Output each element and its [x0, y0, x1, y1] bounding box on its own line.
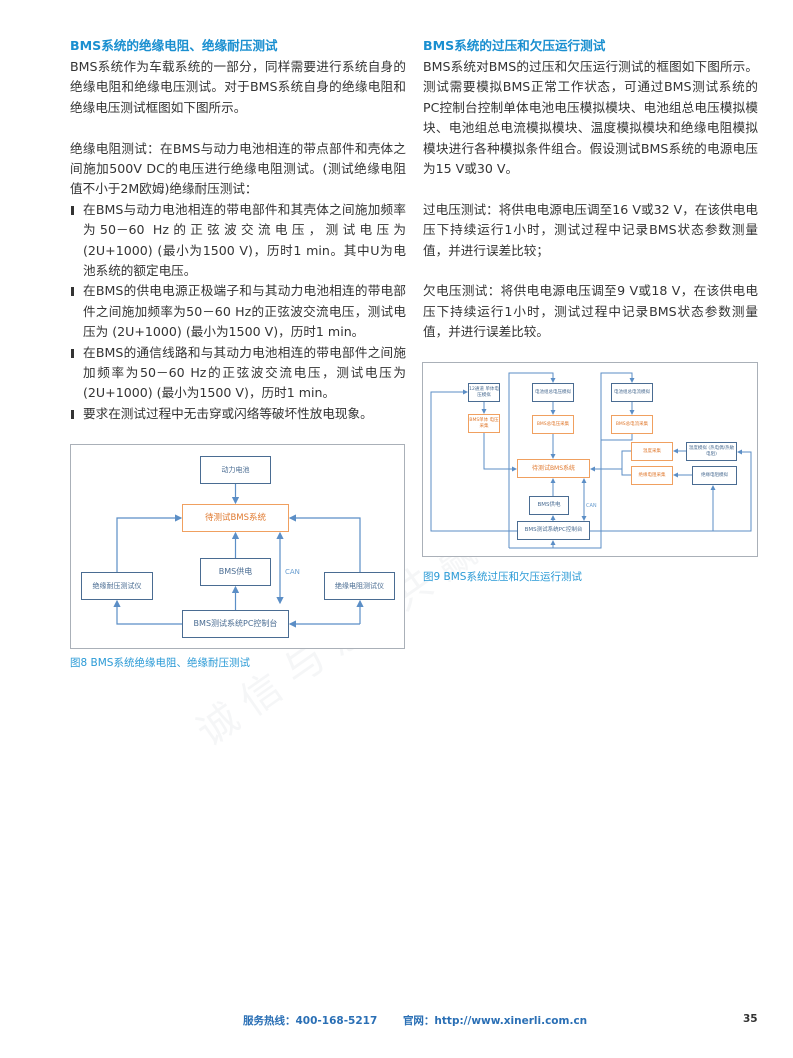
figure-9-caption: 图9 BMS系统过压和欠压运行测试	[423, 571, 582, 583]
bms-power-box: BMS供电	[529, 496, 569, 515]
paragraph: 欠电压测试：将供电电源电压调至9 V或18 V，在该供电电压下持续运行1小时，测…	[423, 283, 758, 340]
bms-under-test-box: 待测试BMS系统	[182, 504, 289, 532]
paragraph: 过电压测试：将供电电源电压调至16 V或32 V，在该供电电压下持续运行1小时，…	[423, 201, 758, 258]
bullet-list: 在BMS与动力电池相连的带电部件和其壳体之间施加频率为50－60 Hz的正弦波交…	[70, 200, 406, 424]
page-number: 35	[743, 1013, 758, 1025]
cell-voltage-acq-box: BMS单体 电压采集	[468, 414, 500, 433]
footer: 服务热线：400-168-5217 官网：http://www.xinerli.…	[243, 1013, 609, 1028]
diagram-connectors	[113, 484, 364, 628]
section-heading: BMS系统的过压和欠压运行测试	[423, 38, 606, 53]
temperature-acq-box: 温度采集	[631, 442, 673, 461]
diagram-connectors	[430, 372, 752, 549]
paragraph: BMS系统对BMS的过压和欠压运行测试的框图如下图所示。测试需要模拟BMS正常工…	[423, 59, 758, 177]
section-heading: BMS系统的绝缘电阻、绝缘耐压测试	[70, 38, 278, 53]
paragraph: BMS系统作为车载系统的一部分，同样需要进行系统自身的绝缘电阻和绝缘电压测试。对…	[70, 59, 406, 115]
pack-current-acq-box: BMS总电流采集	[611, 415, 653, 434]
can-label: CAN	[285, 568, 300, 576]
bms-power-box: BMS供电	[200, 558, 271, 586]
ir-tester-box: 绝缘电阻测试仪	[324, 572, 395, 600]
bms-under-test-box: 待测试BMS系统	[517, 459, 590, 478]
website-link[interactable]: 官网：http://www.xinerli.com.cn	[402, 1015, 588, 1027]
pc-console-box: BMS测试系统PC控制台	[517, 521, 590, 540]
list-item: 在BMS的供电电源正极端子和与其动力电池相连的带电部件之间施加频率为50－60 …	[70, 281, 406, 342]
can-label: CAN	[586, 503, 597, 509]
right-column: BMS系统的过压和欠压运行测试 BMS系统对BMS的过压和欠压运行测试的框图如下…	[423, 37, 758, 363]
hotline: 服务热线：400-168-5217	[243, 1015, 378, 1027]
battery-box: 动力电池	[200, 456, 271, 484]
list-item: 在BMS与动力电池相连的带电部件和其壳体之间施加频率为50－60 Hz的正弦波交…	[70, 200, 406, 282]
pack-voltage-acq-box: BMS总电压采集	[532, 415, 574, 434]
temperature-sim-box: 温度模拟 (热电偶/热敏电阻)	[686, 442, 737, 461]
figure-8-diagram: 动力电池 待测试BMS系统 BMS供电 绝缘耐压测试仪 绝缘电阻测试仪 BMS测…	[70, 444, 405, 649]
figure-9-diagram: 12通道 单体电压模拟 BMS单体 电压采集 电池组总电压模拟 BMS总电压采集…	[422, 362, 758, 557]
pc-console-box: BMS测试系统PC控制台	[182, 610, 289, 638]
paragraph: 绝缘电阻测试：在BMS与动力电池相连的带点部件和壳体之间施加500V DC的电压…	[70, 140, 406, 197]
list-item: 要求在测试过程中无击穿或闪络等破坏性放电现象。	[70, 404, 406, 424]
cell-voltage-sim-box: 12通道 单体电压模拟	[468, 383, 500, 402]
pack-voltage-sim-box: 电池组总电压模拟	[532, 383, 574, 402]
pack-current-sim-box: 电池组总电流模拟	[611, 383, 653, 402]
figure-8-caption: 图8 BMS系统绝缘电阻、绝缘耐压测试	[70, 657, 250, 669]
ir-sim-box: 绝缘电阻模拟	[692, 466, 737, 485]
ir-acq-box: 绝缘电阻采集	[631, 466, 673, 485]
list-item: 在BMS的通信线路和与其动力电池相连的带电部件之间施加频率为50－60 Hz的正…	[70, 343, 406, 404]
left-column: BMS系统的绝缘电阻、绝缘耐压测试 BMS系统作为车载系统的一部分，同样需要进行…	[70, 37, 406, 424]
hipot-tester-box: 绝缘耐压测试仪	[81, 572, 153, 600]
